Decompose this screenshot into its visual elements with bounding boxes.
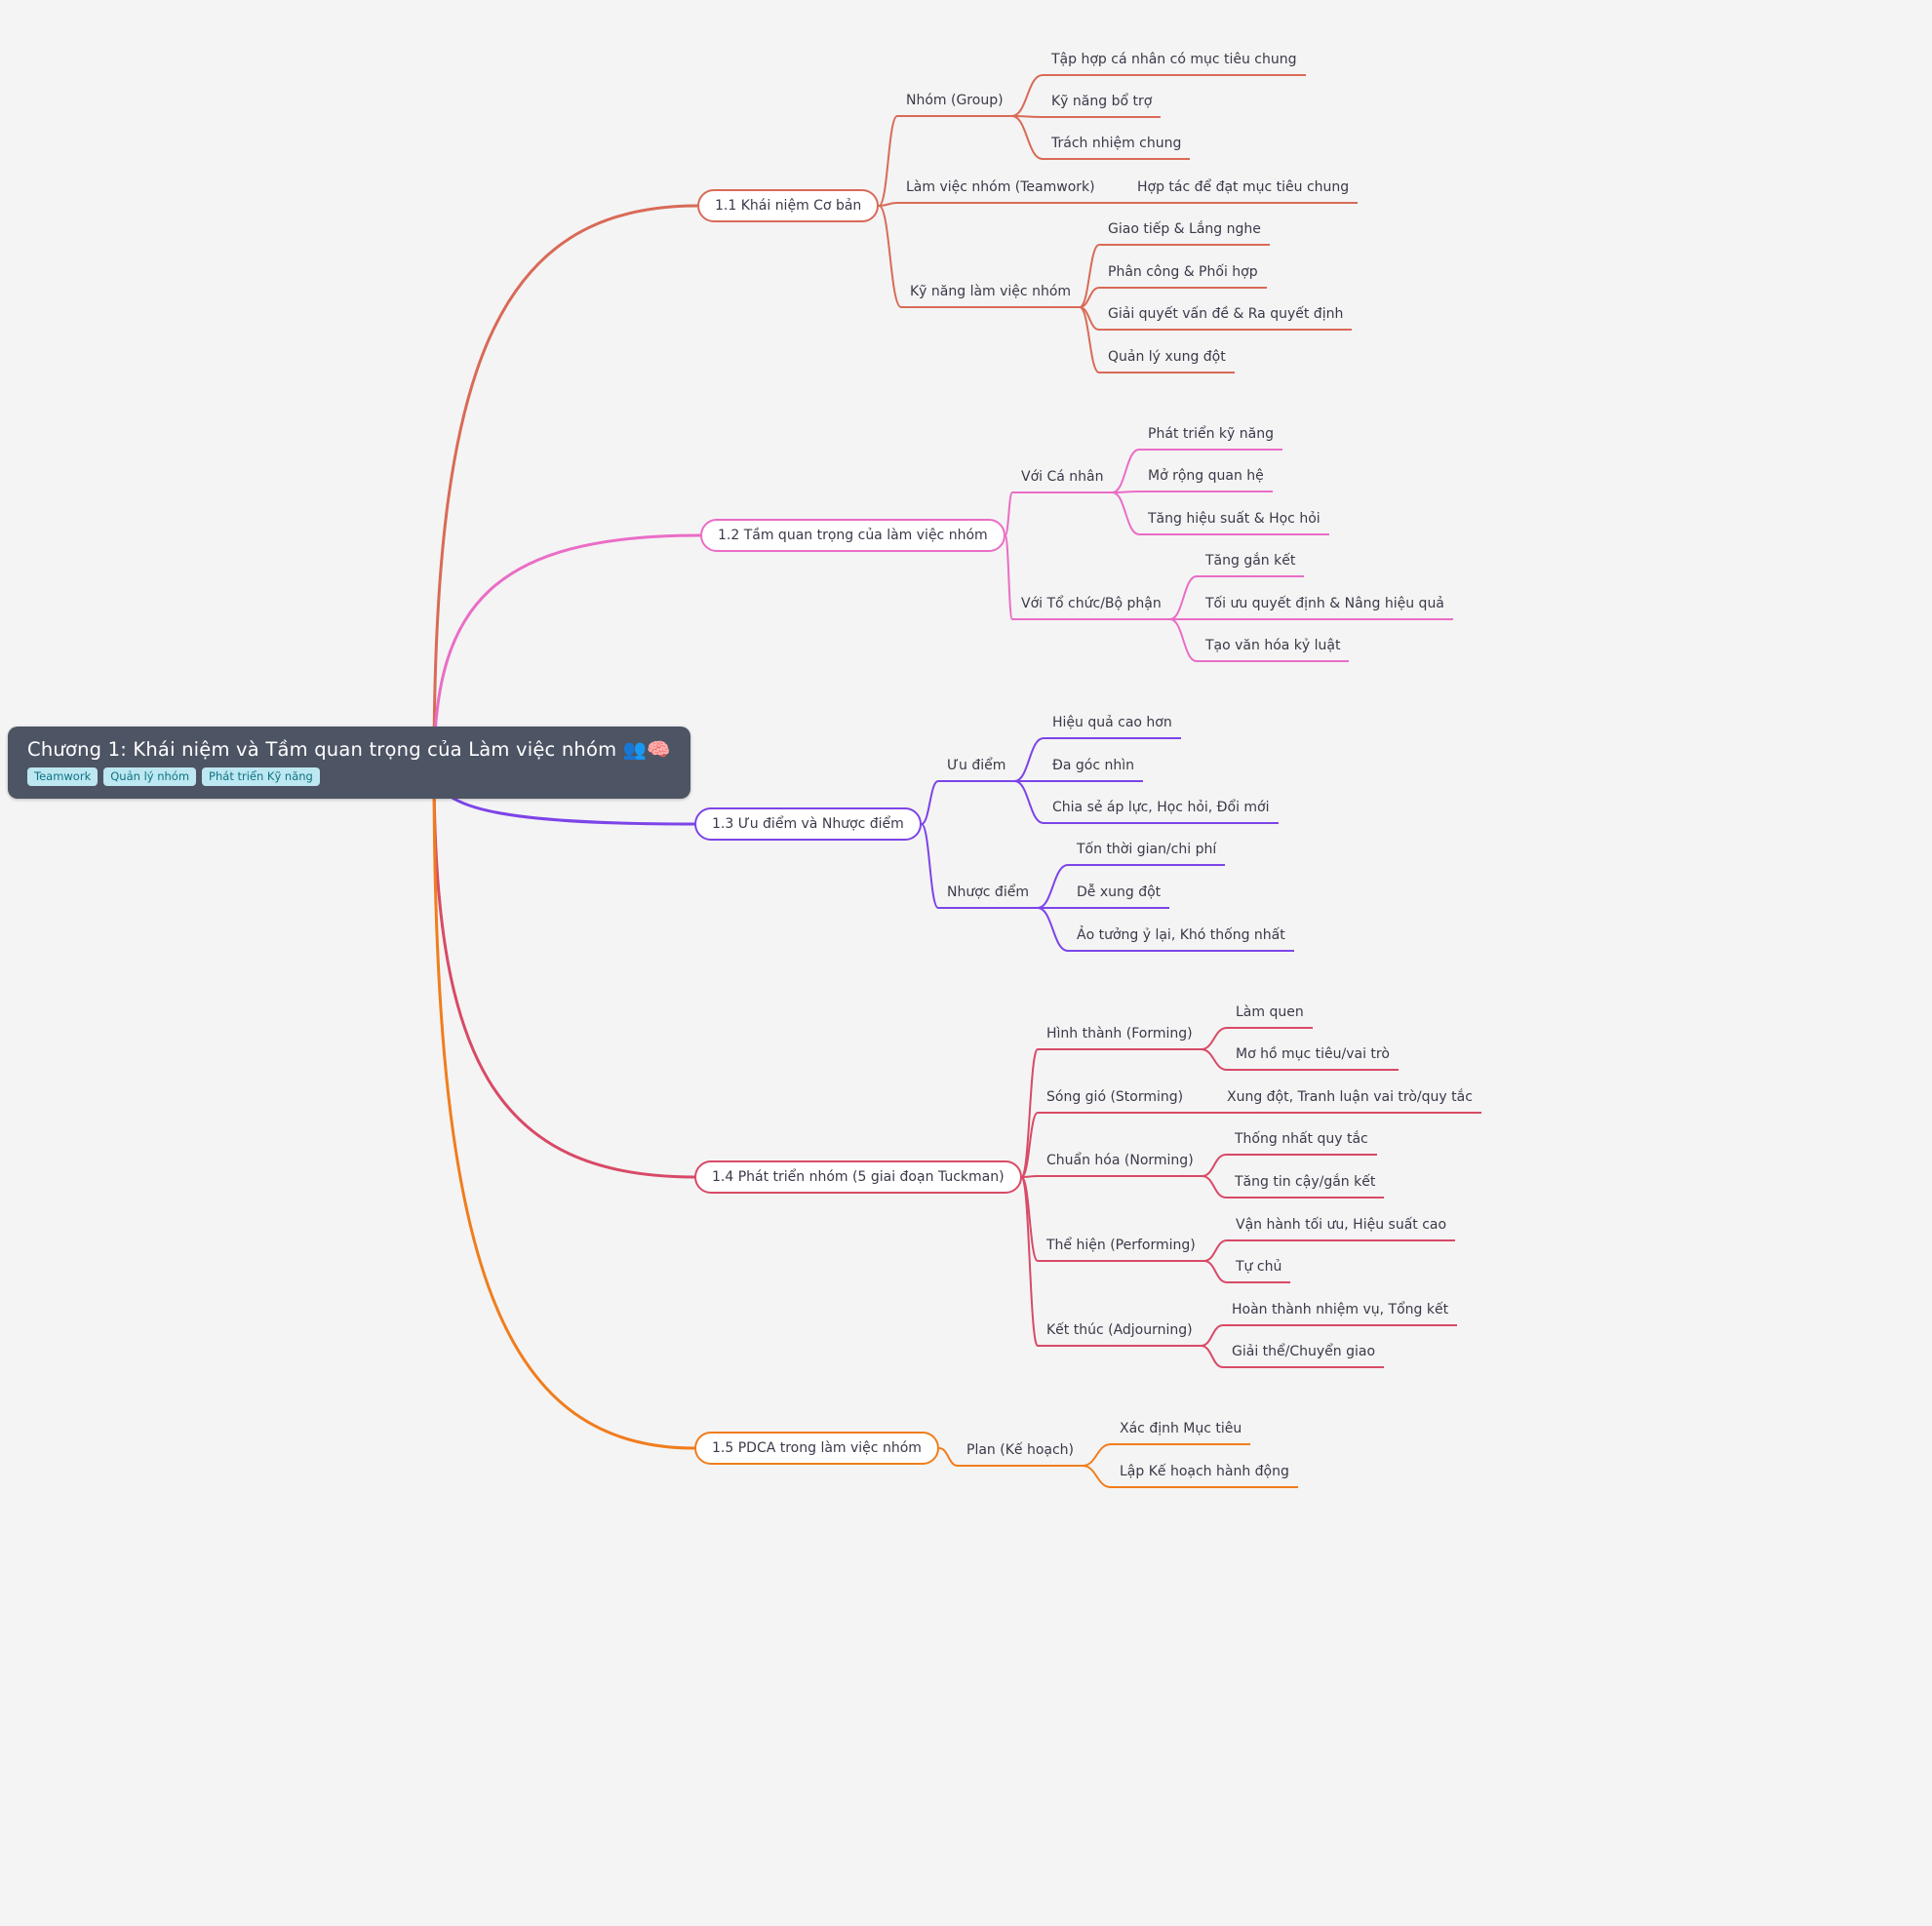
leaf-topic-node[interactable]: Phát triển kỹ năng: [1139, 422, 1282, 451]
subtopic-node[interactable]: Nhược điểm: [938, 881, 1038, 909]
connector-line: [1010, 115, 1044, 160]
connector-line: [1013, 780, 1045, 824]
main-topic-node[interactable]: 1.5 PDCA trong làm việc nhóm: [694, 1432, 939, 1465]
connector-line: [1168, 575, 1198, 620]
connector-line: [1200, 1048, 1228, 1071]
leaf-topic-node[interactable]: Kỹ năng bổ trợ: [1043, 90, 1162, 118]
tag-badge-phat-trien-ky-nang: Phát triển Kỹ năng: [202, 767, 320, 786]
connector-line: [1079, 244, 1100, 308]
connector-line: [1010, 74, 1044, 117]
leaf-topic-node[interactable]: Quản lý xung đột: [1099, 345, 1235, 373]
subtopic-node[interactable]: Làm việc nhóm (Teamwork): [897, 176, 1104, 204]
connector-line: [1020, 1175, 1039, 1178]
subtopic-node[interactable]: Ưu điểm: [938, 754, 1015, 782]
leaf-topic-node[interactable]: Vận hành tối ưu, Hiệu suất cao: [1227, 1213, 1456, 1241]
connector-line: [937, 1447, 959, 1467]
leaf-topic-node[interactable]: Hoàn thành nhiệm vụ, Tổng kết: [1223, 1298, 1458, 1326]
leaf-topic-node[interactable]: Hợp tác để đạt mục tiêu chung: [1128, 176, 1359, 204]
leaf-topic-node[interactable]: Giải quyết vấn đề & Ra quyết định: [1099, 302, 1353, 331]
connector-line: [1020, 1048, 1039, 1178]
connector-line: [1200, 1345, 1224, 1368]
root-topic-node[interactable]: Chương 1: Khái niệm và Tầm quan trọng củ…: [8, 727, 690, 799]
connector-line: [1004, 491, 1013, 536]
connector-line: [1004, 534, 1013, 620]
connector-line: [1020, 1112, 1039, 1178]
leaf-topic-node[interactable]: Giải thể/Chuyển giao: [1223, 1340, 1385, 1368]
connector-line: [1200, 1027, 1228, 1050]
leaf-topic-node[interactable]: Mơ hồ mục tiêu/vai trò: [1227, 1042, 1399, 1071]
main-topic-node[interactable]: 1.3 Ưu điểm và Nhược điểm: [694, 807, 922, 841]
subtopic-node[interactable]: Kỹ năng làm việc nhóm: [901, 280, 1081, 308]
connector-line: [432, 766, 696, 1450]
connector-line: [1020, 1176, 1039, 1347]
leaf-topic-node[interactable]: Xung đột, Tranh luận vai trò/quy tắc: [1218, 1085, 1481, 1114]
leaf-topic-node[interactable]: Hiệu quả cao hơn: [1044, 711, 1181, 739]
leaf-topic-node[interactable]: Tốn thời gian/chi phí: [1068, 838, 1226, 866]
leaf-topic-node[interactable]: Mở rộng quan hệ: [1139, 464, 1273, 492]
leaf-topic-node[interactable]: Tăng gắn kết: [1197, 549, 1305, 577]
leaf-topic-node[interactable]: Thống nhất quy tắc: [1226, 1127, 1377, 1156]
tag-badge-quan-ly-nhom: Quản lý nhóm: [103, 767, 197, 786]
main-topic-node[interactable]: 1.4 Phát triển nhóm (5 giai đoạn Tuckman…: [694, 1160, 1022, 1194]
subtopic-node[interactable]: Thể hiện (Performing): [1038, 1234, 1204, 1262]
connector-line: [878, 205, 902, 308]
subtopic-node[interactable]: Hình thành (Forming): [1038, 1022, 1202, 1050]
leaf-topic-node[interactable]: Tối ưu quyết định & Nâng hiệu quả: [1197, 592, 1453, 620]
subtopic-node[interactable]: Sóng gió (Storming): [1038, 1085, 1193, 1114]
main-topic-node[interactable]: 1.1 Khái niệm Cơ bản: [697, 189, 880, 222]
leaf-topic-node[interactable]: Trách nhiệm chung: [1043, 132, 1191, 160]
connector-line: [1111, 491, 1140, 493]
connector-line: [1082, 1443, 1112, 1467]
leaf-topic-node[interactable]: Tăng tin cậy/gắn kết: [1226, 1170, 1385, 1199]
leaf-topic-node[interactable]: Xác định Mục tiêu: [1111, 1417, 1251, 1445]
leaf-topic-node[interactable]: Phân công & Phối hợp: [1099, 260, 1267, 289]
connector-line: [1203, 1260, 1228, 1283]
subtopic-node[interactable]: Chuẩn hóa (Norming): [1038, 1149, 1203, 1177]
connector-line: [432, 204, 699, 770]
connector-line: [1203, 1239, 1228, 1262]
connector-line: [1111, 449, 1140, 493]
subtopic-node[interactable]: Với Tổ chức/Bộ phận: [1012, 592, 1170, 620]
connector-line: [920, 780, 939, 825]
connector-line: [920, 823, 939, 909]
root-tag-list: Teamwork Quản lý nhóm Phát triển Kỹ năng: [27, 767, 671, 786]
leaf-topic-node[interactable]: Làm quen: [1227, 1001, 1313, 1029]
leaf-topic-node[interactable]: Giao tiếp & Lắng nghe: [1099, 217, 1270, 246]
leaf-topic-node[interactable]: Đa góc nhìn: [1044, 754, 1143, 782]
connector-line: [1200, 1324, 1224, 1347]
connector-line: [1036, 907, 1069, 952]
connector-line: [1079, 306, 1100, 373]
connector-line: [878, 202, 898, 207]
subtopic-node[interactable]: Với Cá nhân: [1012, 465, 1113, 493]
connector-line: [1201, 1154, 1227, 1177]
leaf-topic-node[interactable]: Tạo văn hóa kỷ luật: [1197, 634, 1350, 662]
tag-badge-teamwork: Teamwork: [27, 767, 99, 786]
leaf-topic-node[interactable]: Dễ xung đột: [1068, 881, 1170, 909]
connector-line: [432, 766, 696, 1179]
leaf-topic-node[interactable]: Chia sẻ áp lực, Học hỏi, Đổi mới: [1044, 796, 1279, 824]
connector-line: [1013, 737, 1045, 782]
leaf-topic-node[interactable]: Tăng hiệu suất & Học hỏi: [1139, 507, 1329, 535]
connector-line: [1036, 864, 1069, 909]
connector-line: [1111, 491, 1140, 535]
leaf-topic-node[interactable]: Lập Kế hoạch hành động: [1111, 1460, 1298, 1488]
root-topic-title: Chương 1: Khái niệm và Tầm quan trọng củ…: [27, 738, 671, 761]
subtopic-node[interactable]: Plan (Kế hoạch): [958, 1438, 1083, 1467]
leaf-topic-node[interactable]: Tự chủ: [1227, 1255, 1291, 1283]
connector-line: [1201, 1175, 1227, 1199]
subtopic-node[interactable]: Nhóm (Group): [897, 89, 1012, 117]
connector-line: [1168, 618, 1198, 662]
connector-line: [878, 115, 898, 207]
connector-line: [1082, 1465, 1112, 1488]
subtopic-node[interactable]: Kết thúc (Adjourning): [1038, 1318, 1202, 1347]
leaf-topic-node[interactable]: Ảo tưởng ỷ lại, Khó thống nhất: [1068, 924, 1294, 952]
main-topic-node[interactable]: 1.2 Tầm quan trọng của làm việc nhóm: [700, 519, 1005, 552]
leaf-topic-node[interactable]: Tập hợp cá nhân có mục tiêu chung: [1043, 48, 1306, 76]
connector-line: [432, 533, 702, 770]
